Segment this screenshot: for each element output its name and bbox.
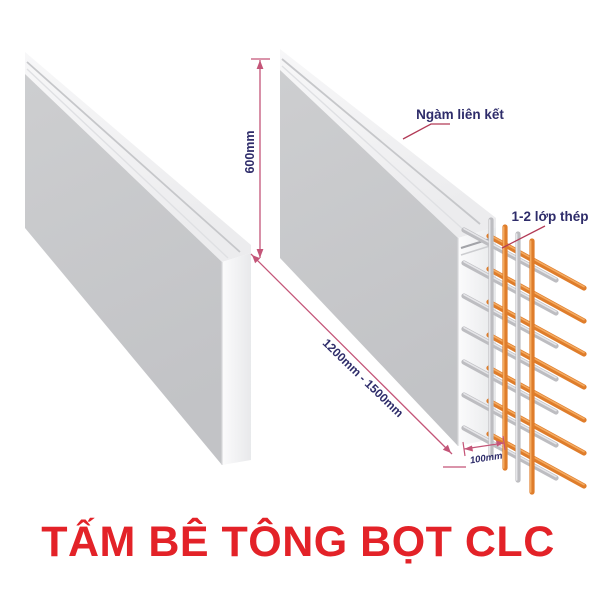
left-panel-groove-line bbox=[26, 61, 241, 253]
rebar-mesh bbox=[461, 217, 587, 495]
right-panel-top-strip bbox=[280, 49, 496, 238]
length-dim-arrow-end bbox=[442, 444, 451, 453]
rebar-rod bbox=[463, 392, 557, 445]
diagram-title: TẤM BÊ TÔNG BỌT CLC bbox=[41, 517, 555, 566]
rebar-rod bbox=[461, 227, 559, 283]
rebar-rod bbox=[461, 293, 559, 349]
rebar-rod bbox=[463, 293, 557, 346]
thickness-dim-arrow-left bbox=[464, 445, 473, 452]
joint-annotation: Ngàm liên kết bbox=[402, 107, 504, 140]
steel-annotation: 1-2 lớp thép bbox=[501, 209, 589, 249]
rebar-rod bbox=[463, 227, 557, 280]
joint-leader-line bbox=[402, 123, 450, 140]
right-panel-face bbox=[280, 70, 458, 446]
rebar-rod bbox=[461, 425, 559, 481]
rebar-rod bbox=[461, 392, 559, 448]
rebar-rod bbox=[463, 359, 557, 412]
rebar-rod bbox=[461, 326, 559, 382]
length-dim-line bbox=[250, 253, 453, 455]
height-dim-arrow-top bbox=[256, 60, 264, 69]
thickness-dim-arrow-right bbox=[496, 440, 504, 447]
height-dimension-label: 600mm bbox=[243, 130, 257, 173]
rebar-rod bbox=[461, 260, 559, 316]
thickness-dimension-label: 100mm bbox=[469, 450, 504, 466]
height-dim-arrow-bottom bbox=[256, 249, 264, 258]
steel-label: 1-2 lớp thép bbox=[511, 209, 588, 224]
rebar-rod bbox=[463, 260, 557, 313]
left-panel-groove-shadow bbox=[26, 68, 229, 259]
left-panel-end-cap bbox=[222, 253, 251, 465]
left-panel bbox=[25, 52, 251, 465]
left-panel-face bbox=[25, 74, 222, 465]
right-panel-cap-groove-dark bbox=[460, 237, 494, 249]
right-panel-cap-groove-light bbox=[460, 244, 494, 256]
steel-leader-line bbox=[501, 225, 546, 249]
dimension-height: 600mm bbox=[243, 58, 270, 258]
right-panel-groove-line bbox=[281, 58, 481, 225]
right-panel bbox=[280, 49, 496, 446]
right-panel-groove-shadow bbox=[281, 65, 467, 233]
rebar-rod bbox=[463, 326, 557, 379]
dimension-thickness: 100mm bbox=[462, 435, 506, 466]
rebar-rod bbox=[461, 359, 559, 415]
left-panel-top-strip bbox=[25, 52, 251, 262]
joint-label: Ngàm liên kết bbox=[416, 107, 504, 122]
length-dim-arrow-start bbox=[252, 255, 261, 264]
rebar-rod bbox=[463, 425, 557, 478]
